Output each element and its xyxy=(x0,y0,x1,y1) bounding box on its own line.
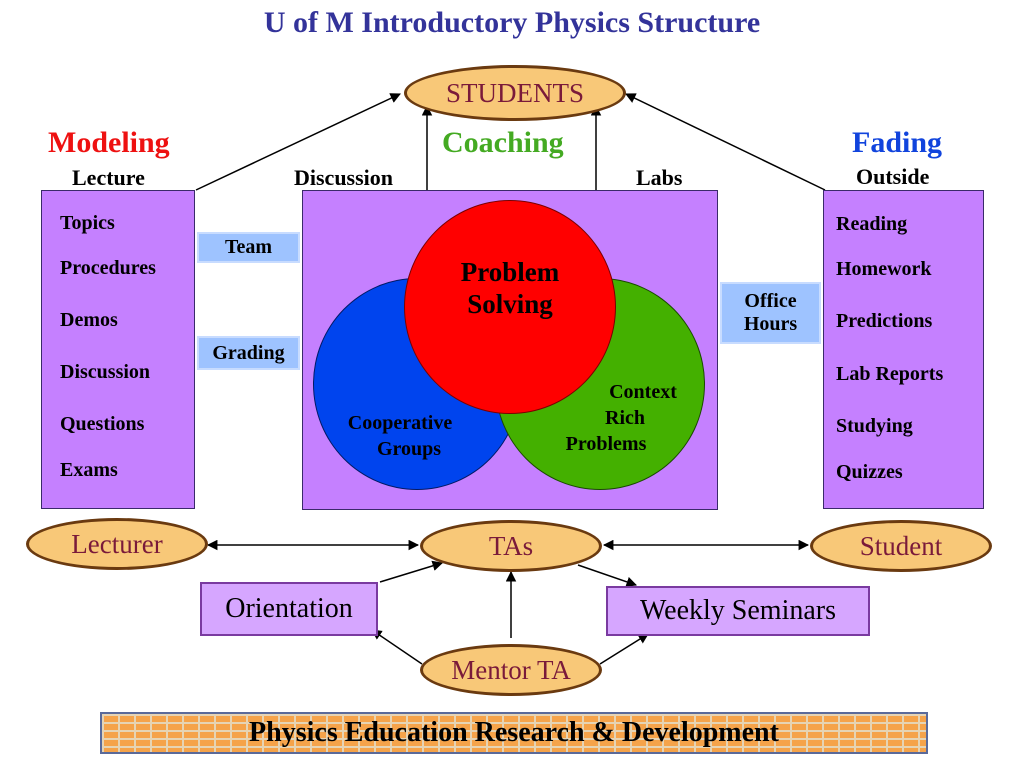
diagram-title: U of M Introductory Physics Structure xyxy=(263,6,761,39)
weekly-seminars-box: Weekly Seminars xyxy=(606,586,870,636)
students-node: STUDENTS xyxy=(404,65,626,121)
arrow-tas-to-seminars xyxy=(577,564,637,587)
outside-box xyxy=(823,190,984,509)
list-item: Topics xyxy=(60,212,115,234)
context-line2: Rich xyxy=(605,407,645,429)
list-item: Homework xyxy=(836,258,932,280)
lecture-box xyxy=(41,190,195,509)
context-line1: Context xyxy=(609,381,677,403)
list-item: Quizzes xyxy=(836,461,903,483)
coaching-heading: Coaching xyxy=(442,126,564,159)
arrow-mentor-to-orientation xyxy=(371,629,423,665)
office-hours-label: Office Hours xyxy=(720,282,821,344)
tas-node: TAs xyxy=(420,520,602,572)
fading-heading: Fading xyxy=(852,126,943,159)
grading-label: Grading xyxy=(197,336,300,370)
list-item: Discussion xyxy=(60,361,151,383)
lecture-label: Lecture xyxy=(72,165,145,190)
cooperative-line2: Groups xyxy=(376,438,442,460)
mentor-ta-node: Mentor TA xyxy=(420,644,602,696)
arrow-orientation-to-tas xyxy=(379,560,444,583)
list-item: Lab Reports xyxy=(836,363,944,385)
problem-solving-text: Problem Solving xyxy=(404,256,616,321)
list-item: Predictions xyxy=(836,310,933,332)
outside-label: Outside xyxy=(856,164,930,189)
labs-label: Labs xyxy=(636,165,683,190)
arrow-mentor-to-seminars xyxy=(599,633,649,665)
list-item: Reading xyxy=(836,213,908,235)
list-item: Questions xyxy=(60,413,145,435)
student-node: Student xyxy=(810,520,992,572)
list-item: Procedures xyxy=(60,257,156,279)
office-hours-line1: Office xyxy=(744,290,797,312)
problem-solving-circle xyxy=(404,200,616,414)
problem-solving-line2: Solving xyxy=(467,289,553,320)
lecturer-node: Lecturer xyxy=(26,518,208,570)
cooperative-groups-text: Cooperative Groups xyxy=(326,410,474,462)
list-item: Studying xyxy=(836,415,913,437)
arrow-outside-to-students xyxy=(625,93,826,191)
arrow-lecture-to-students xyxy=(195,93,401,191)
problem-solving-line1: Problem xyxy=(460,257,560,287)
context-line3: Problems xyxy=(565,433,647,455)
orientation-box: Orientation xyxy=(200,582,378,636)
modeling-heading: Modeling xyxy=(48,126,170,159)
list-item: Exams xyxy=(60,459,118,481)
context-rich-text: Context Rich Problems xyxy=(548,379,688,457)
footer-banner: Physics Education Research & Development xyxy=(100,712,928,754)
team-label: Team xyxy=(197,232,300,263)
office-hours-line2: Hours xyxy=(743,313,798,335)
list-item: Demos xyxy=(60,309,118,331)
discussion-label: Discussion xyxy=(294,165,394,190)
cooperative-line1: Cooperative xyxy=(347,412,453,434)
